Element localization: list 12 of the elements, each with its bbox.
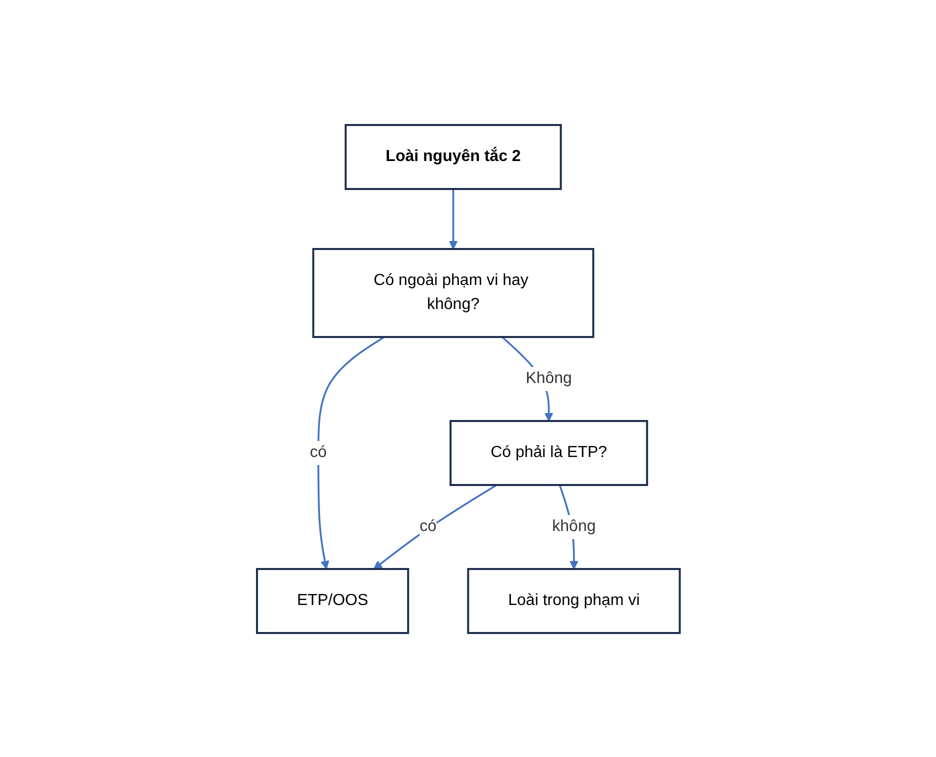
node-box: Có ngoài phạm vi hay không? <box>312 248 594 338</box>
edge-label: không <box>552 518 596 534</box>
arrow <box>448 188 458 249</box>
edge-label: có <box>419 518 436 534</box>
arrow <box>317 336 384 569</box>
node-box: Có phải là ETP? <box>449 420 648 486</box>
node-box: Loài trong phạm vi <box>466 568 680 634</box>
node-box: ETP/OOS <box>256 568 409 634</box>
arrow <box>373 484 497 569</box>
node-box: Loài nguyên tắc 2 <box>344 124 562 190</box>
edge-label: Không <box>525 370 572 386</box>
edge-label: có <box>309 444 326 460</box>
